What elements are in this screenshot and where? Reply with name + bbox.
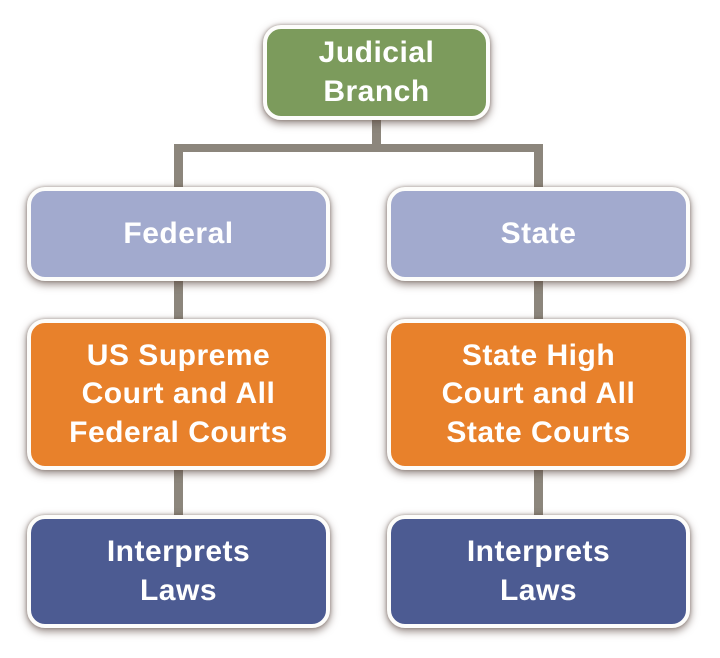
connector-drop-state	[534, 144, 543, 192]
connector-federal-interprets	[174, 462, 183, 520]
connector-state-interprets	[534, 462, 543, 520]
node-us-supreme-court: US Supreme Court and All Federal Courts	[27, 319, 330, 470]
connector-drop-federal	[174, 144, 183, 192]
connector-federal-courts	[174, 276, 183, 324]
node-judicial-branch: Judicial Branch	[263, 25, 490, 120]
connector-state-courts	[534, 276, 543, 324]
node-interprets-laws-state: Interprets Laws	[387, 515, 690, 628]
node-federal: Federal	[27, 187, 330, 281]
node-state: State	[387, 187, 690, 281]
node-interprets-laws-federal: Interprets Laws	[27, 515, 330, 628]
connector-root-stem	[372, 116, 381, 150]
node-state-high-court: State High Court and All State Courts	[387, 319, 690, 470]
connector-horizontal-bar	[174, 144, 543, 152]
